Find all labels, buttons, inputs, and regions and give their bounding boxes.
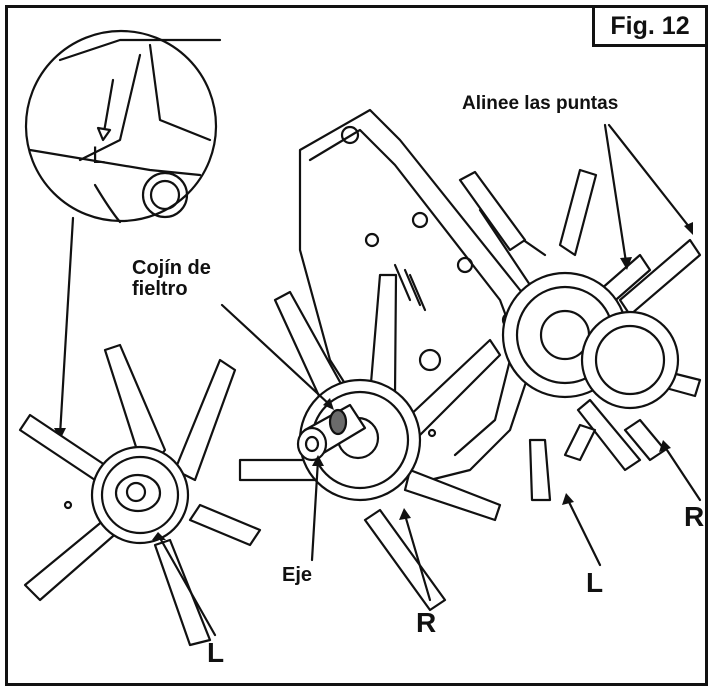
- label-felt-pad-line2: fieltro: [132, 278, 188, 300]
- label-felt-pad-line1: Cojín de: [132, 257, 211, 279]
- left-tine-detail: [18, 343, 262, 647]
- leader-r-center: [403, 513, 432, 602]
- leader-felt-pad: [220, 303, 332, 407]
- label-felt-pad: Cojín de fieltro: [132, 258, 211, 300]
- center-tine-r: [238, 273, 502, 612]
- leader-align-2: [607, 123, 692, 230]
- label-align-tips: Alinee las puntas: [462, 93, 619, 114]
- leader-r-right: [663, 445, 702, 502]
- leader-l-center: [566, 498, 602, 567]
- shaft: [296, 403, 367, 462]
- figure-number: Fig. 12: [610, 11, 690, 40]
- label-shaft: Eje: [282, 564, 313, 586]
- inset-detail-circle: [24, 29, 222, 224]
- inset-leader-line: [58, 216, 75, 437]
- figure-frame: [5, 5, 708, 686]
- direction-arrow-icon: [96, 78, 115, 142]
- label-tine-r-right: R: [684, 501, 705, 532]
- label-inset-mark: L: [92, 142, 106, 169]
- label-tine-l-left: L: [207, 637, 225, 668]
- leader-shaft: [310, 458, 320, 562]
- right-tine-r: [563, 238, 702, 462]
- leader-align-1: [603, 123, 628, 264]
- label-tine-l-center: L: [586, 567, 604, 598]
- leader-l-left: [158, 536, 217, 637]
- label-tine-r-center: R: [416, 607, 437, 638]
- figure-number-box: Fig. 12: [592, 5, 708, 47]
